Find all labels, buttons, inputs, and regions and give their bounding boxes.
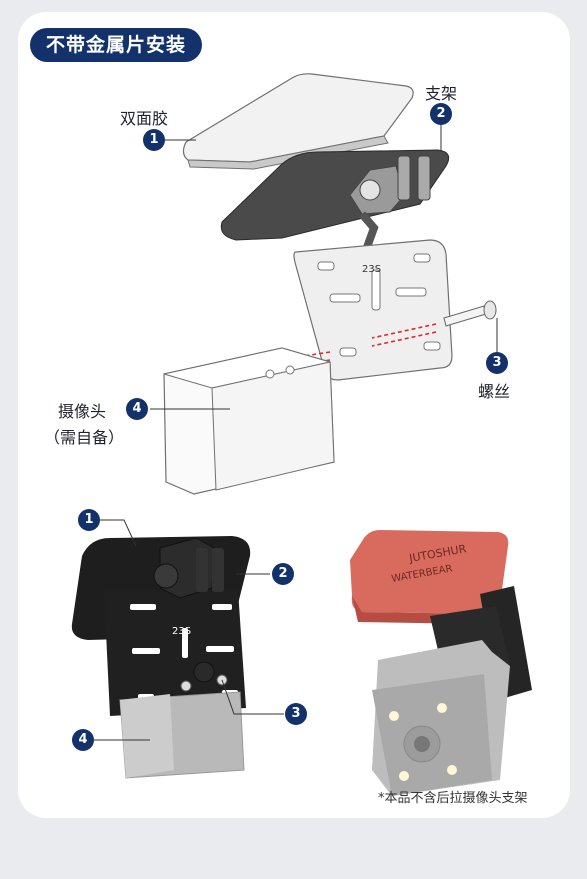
part2-label: 支架 (425, 84, 458, 103)
photo-part1-badge: 1 (78, 509, 100, 531)
bracket-plate-illustration: 23S (220, 149, 453, 381)
part2-badge: 2 (430, 103, 452, 125)
assembled-photo: 23S (71, 536, 251, 779)
part1-label: 双面胶 (120, 109, 169, 128)
bracket-mark-photo: 23S (172, 626, 191, 637)
part4-badge: 4 (126, 398, 148, 420)
footnote: *本品不含后拉摄像头支架 (378, 791, 528, 806)
part3-label: 螺丝 (478, 382, 511, 401)
screw-illustration (443, 300, 497, 327)
part1-badge: 1 (143, 129, 165, 151)
bracket-mark-top: 23S (362, 264, 381, 275)
part3-badge: 3 (486, 352, 508, 374)
photo-part4-badge: 4 (72, 729, 94, 751)
photo-part3-badge: 3 (285, 703, 307, 725)
camera-illustration (163, 347, 335, 495)
part4-sublabel: （需自备） (44, 428, 125, 447)
title-badge: 不带金属片安装 (30, 28, 203, 62)
part4-label: 摄像头 (58, 402, 107, 421)
photo-part2-badge: 2 (272, 563, 294, 585)
tape-photo: JUTOSHUR WATERBEAR (350, 530, 532, 796)
